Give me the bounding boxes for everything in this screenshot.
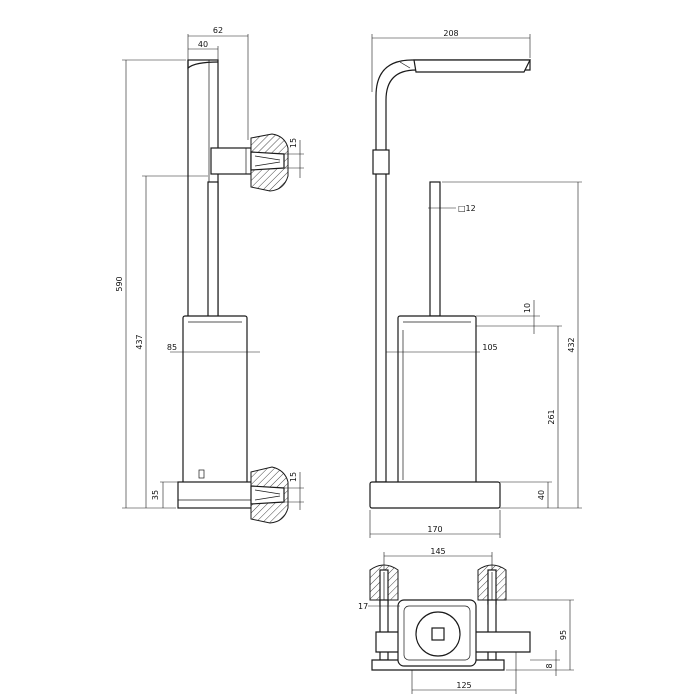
side-base bbox=[177, 481, 255, 509]
front-cup bbox=[397, 315, 477, 487]
dim-side-width-top: 40 bbox=[198, 40, 208, 49]
front-view: 208 □12 10 105 432 261 40 170 bbox=[369, 29, 582, 538]
side-cup bbox=[182, 315, 248, 489]
front-pole-bracket bbox=[372, 149, 390, 175]
plan-view: 145 17 95 8 125 bbox=[358, 547, 574, 694]
side-view: 62 40 590 437 85 35 15 15 bbox=[115, 26, 304, 524]
side-brush-handle bbox=[207, 181, 219, 319]
dim-side-cup-width: 85 bbox=[167, 343, 177, 352]
dim-front-cup-width: 105 bbox=[482, 343, 497, 352]
front-brush-handle bbox=[429, 181, 441, 317]
dim-side-bracket-bottom: 15 bbox=[289, 472, 298, 482]
dim-plan-base-width: 125 bbox=[456, 681, 471, 690]
side-lower-screw bbox=[250, 485, 285, 505]
dim-side-width-total: 62 bbox=[213, 26, 223, 35]
dim-front-base-height: 40 bbox=[537, 490, 546, 500]
front-base bbox=[369, 481, 501, 509]
plan-brush-handle bbox=[431, 627, 445, 641]
dim-front-height: 432 bbox=[567, 337, 576, 352]
dim-front-gap: 10 bbox=[523, 303, 532, 313]
dim-side-height-total: 590 bbox=[115, 276, 124, 291]
dim-plan-depth: 95 bbox=[559, 630, 568, 640]
dim-front-arm-width: 208 bbox=[443, 29, 458, 38]
dim-plan-base-height: 8 bbox=[545, 663, 554, 668]
dim-front-base-width: 170 bbox=[427, 525, 442, 534]
dim-plan-bracket-span: 145 bbox=[430, 547, 445, 556]
front-pole-arm bbox=[375, 59, 531, 483]
side-upper-bracket bbox=[210, 147, 252, 175]
side-upper-screw bbox=[250, 151, 285, 171]
dim-front-handle: □12 bbox=[458, 204, 476, 213]
front-shelf bbox=[413, 59, 531, 73]
dim-front-cup-height: 261 bbox=[547, 409, 556, 424]
side-pole-cap bbox=[187, 60, 219, 70]
dim-side-bracket-top: 15 bbox=[289, 138, 298, 148]
dim-side-height-holder: 437 bbox=[135, 334, 144, 349]
dim-plan-bracket-offset: 17 bbox=[358, 602, 368, 611]
dim-side-base-height: 35 bbox=[151, 490, 160, 500]
